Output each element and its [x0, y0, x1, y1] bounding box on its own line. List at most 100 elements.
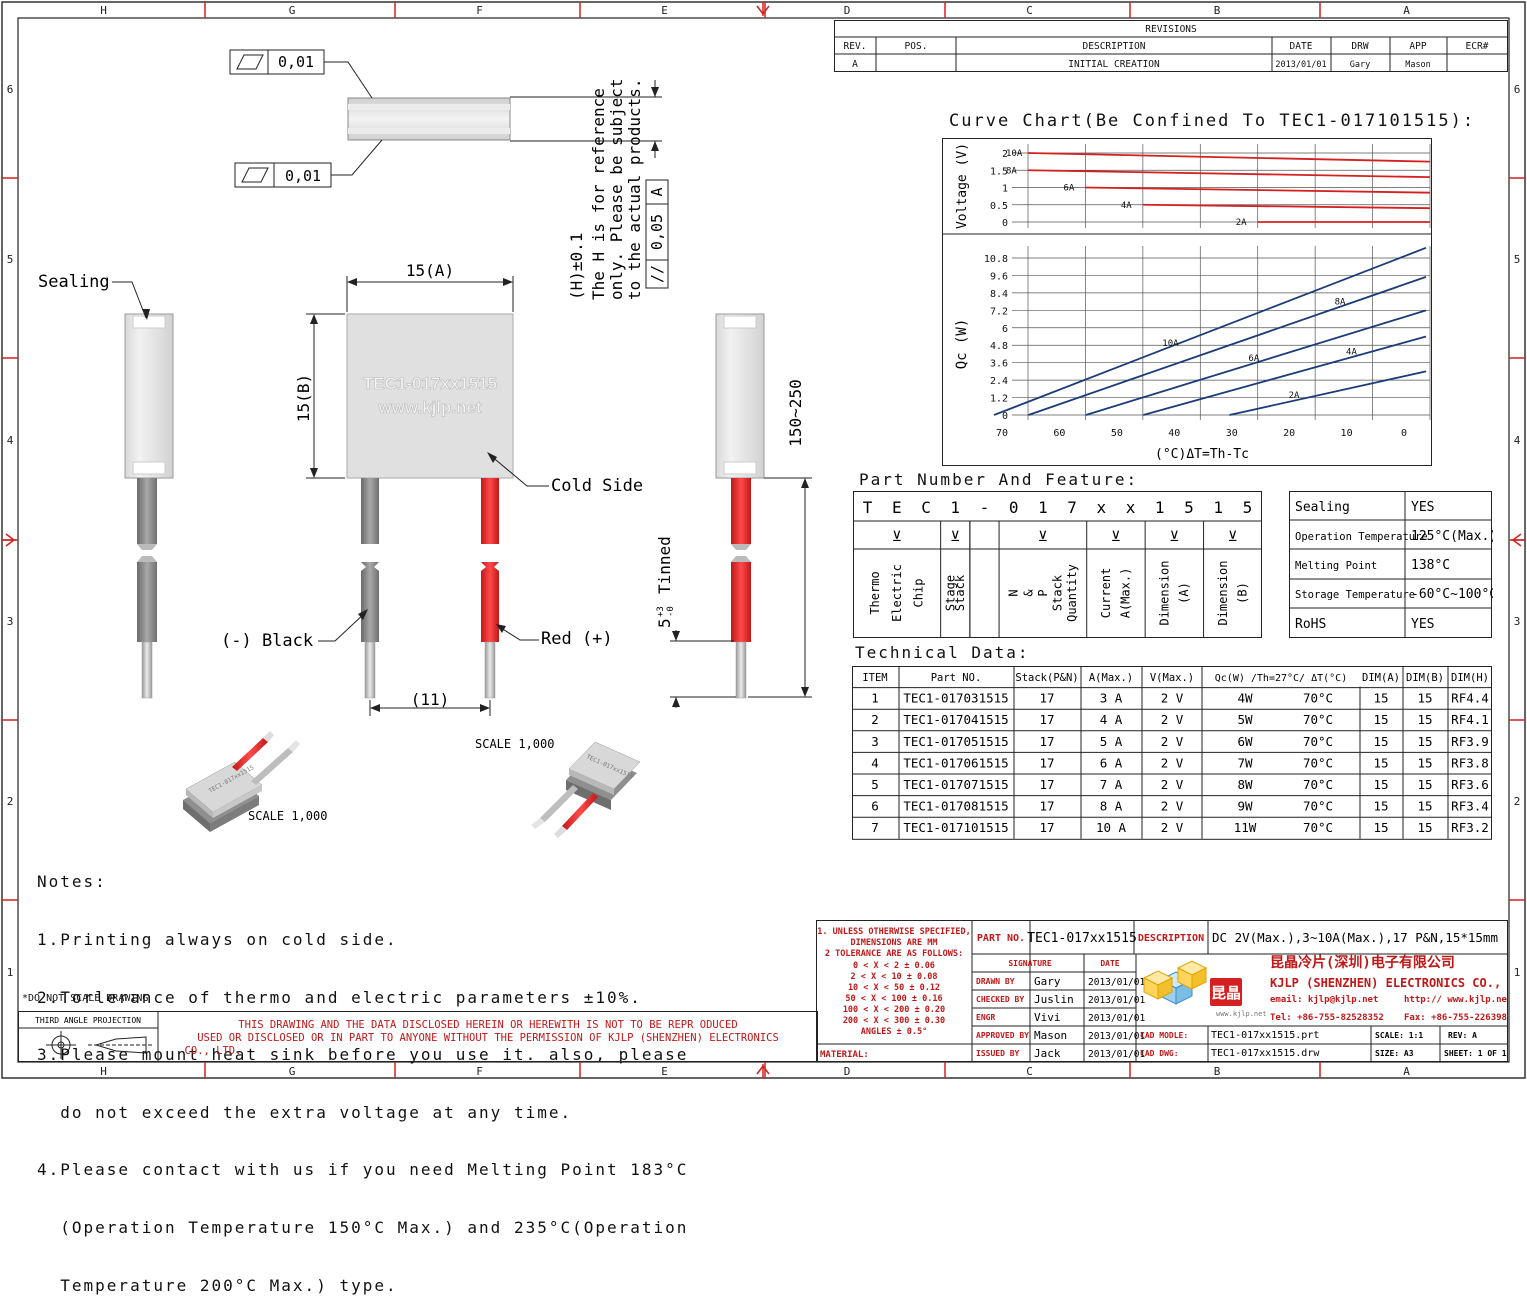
company-name-cn: 昆晶冷片(深圳)电子有限公司 [1270, 954, 1455, 971]
down-arrow-icon: ⊻ [892, 529, 902, 545]
technical-title: Technical Data: [855, 643, 1030, 662]
table-header: ITEM [862, 672, 887, 684]
rev-cell-date: 2013/01/01 [1275, 60, 1326, 70]
y-tick-label: 2 [1002, 149, 1008, 160]
table-header: DIM(B) [1406, 672, 1444, 684]
parallel-value: 0,05 [648, 214, 666, 250]
table-cell: 17 [1039, 691, 1054, 706]
signature-date: 2013/01/01 [1088, 995, 1145, 1006]
feature-name: Storage Temperature [1295, 589, 1415, 601]
part-number-meaning: Stage [943, 575, 957, 611]
rev-header-date: DATE [1290, 41, 1313, 52]
disclaimer-line-1: THIS DRAWING AND THE DATA DISCLOSED HERE… [238, 1019, 737, 1031]
qc-axis-label: Qc (W) [954, 319, 970, 370]
voltage-series-label: 2A [1236, 218, 1247, 228]
voltage-series-10A [1027, 152, 1431, 163]
frame-column-label: B [1214, 1065, 1221, 1078]
table-cell: TEC1-017051515 [903, 734, 1008, 749]
qc-series-label: 10A [1162, 339, 1179, 349]
header-merge-cover [1203, 667, 1421, 687]
rev-header-app: APP [1409, 41, 1426, 52]
table-cell: 11W [1234, 820, 1257, 835]
table-cell: 8W [1237, 777, 1253, 792]
part-number-meaning: (A) [1177, 582, 1191, 604]
lead-length-dimension: 150~250 [786, 379, 805, 446]
table-cell: 2 V [1161, 691, 1184, 706]
chart-title: Curve Chart(Be Confined To TEC1-01710151… [949, 111, 1476, 131]
frame-row-label: 5 [1514, 253, 1521, 266]
rev-header-pos: POS. [905, 41, 928, 52]
part-number-meaning: Electric [890, 564, 904, 622]
y-tick-label: 0.5 [990, 201, 1008, 212]
table-frame [852, 666, 1492, 840]
part-number-title: Part Number And Feature: [859, 470, 1139, 489]
table-cell: 1 [871, 691, 879, 706]
frame-column-label: C [1026, 4, 1033, 17]
table-cell: RF3.9 [1451, 734, 1489, 749]
notes: Notes: 1.Printing always on cold side. 2… [37, 834, 688, 1314]
tinned-tolerance-lower: -0 [666, 606, 676, 617]
frame-column-label: G [289, 4, 296, 17]
height-note: (H)±0.1 The H is for reference only. Ple… [567, 78, 669, 300]
down-arrow-icon: ⊻ [1228, 529, 1238, 545]
part-number-char: 1 [950, 498, 960, 517]
part-number-char: C [921, 498, 931, 517]
part-number-meaning: A(Max.) [1119, 568, 1133, 619]
disclaimer-line-3: CO., LTD. [185, 1045, 242, 1057]
signature-role: DRAWN BY [976, 977, 1015, 986]
note-line: 2.Torlerance of thermo and electric para… [37, 987, 642, 1007]
table-cell: 15 [1373, 755, 1388, 770]
part-number-meaning: Current [1099, 568, 1113, 619]
table-cell: 70°C [1303, 712, 1333, 727]
tolerance-line: 2 < X < 10 ± 0.08 [851, 972, 938, 982]
table-cell: TEC1-017101515 [903, 820, 1008, 835]
rev-header-ecr: ECR# [1466, 41, 1489, 52]
left-side-view: Sealing [38, 272, 174, 699]
signature-header: SIGNATURE [1008, 959, 1052, 968]
table-cell: 2 V [1161, 734, 1184, 749]
table-cell: 6 A [1100, 755, 1123, 770]
table-cell: 5 A [1100, 734, 1123, 749]
feature-value: YES [1411, 617, 1434, 632]
table-cell: 4 [871, 755, 879, 770]
tolerance-line: DIMENSIONS ARE MM [851, 938, 938, 948]
rev-cell-app: Mason [1405, 60, 1431, 70]
table-cell: 9W [1237, 799, 1253, 814]
height-note-line-4: to the actual products. [625, 78, 644, 300]
notes-title: Notes: [37, 872, 107, 892]
note-line: 4.Please contact with us if you need Mel… [37, 1160, 689, 1180]
part-number-meaning: Chip [912, 579, 926, 608]
y-tick-label: 1 [1002, 184, 1008, 195]
part-number-char: 5 [1184, 498, 1194, 517]
material-label: MATERIAL: [820, 1050, 869, 1060]
y-tick-label: 7.2 [990, 306, 1008, 317]
parallel-datum: A [648, 187, 666, 196]
table-cell: RF3.8 [1451, 755, 1489, 770]
table-header: Part NO. [931, 672, 982, 684]
rev-header-drw: DRW [1351, 41, 1368, 52]
feature-value: YES [1411, 500, 1434, 515]
part-no-value: TEC1-017xx1515 [1027, 931, 1137, 946]
table-cell: 5W [1237, 712, 1253, 727]
scale-label-right: SCALE 1,000 [475, 737, 554, 751]
size-value: SIZE: A3 [1375, 1049, 1414, 1058]
cold-side-label: Cold Side [551, 476, 643, 496]
part-number-char: T [863, 498, 873, 517]
tinned-tolerance-upper: +3 [656, 606, 666, 617]
table-cell: 17 [1039, 734, 1054, 749]
table-cell: 7 A [1100, 777, 1123, 792]
x-tick-label: 50 [1111, 428, 1123, 439]
part-number-char: x [1097, 498, 1107, 517]
red-lead-label: Red (+) [541, 629, 613, 649]
center-arrow-bottom-icon [756, 1064, 770, 1078]
logo-url: www.kjlp.net [1216, 1010, 1267, 1018]
table-cell: 15 [1373, 777, 1388, 792]
x-tick-label: 0 [1401, 428, 1407, 439]
down-arrow-icon: ⊻ [1038, 529, 1048, 545]
frame-row-label: 2 [1514, 795, 1521, 808]
signature-name: Vivi [1034, 1011, 1061, 1024]
part-number-meaning: Thermo [868, 571, 882, 614]
table-cell: 15 [1373, 820, 1388, 835]
